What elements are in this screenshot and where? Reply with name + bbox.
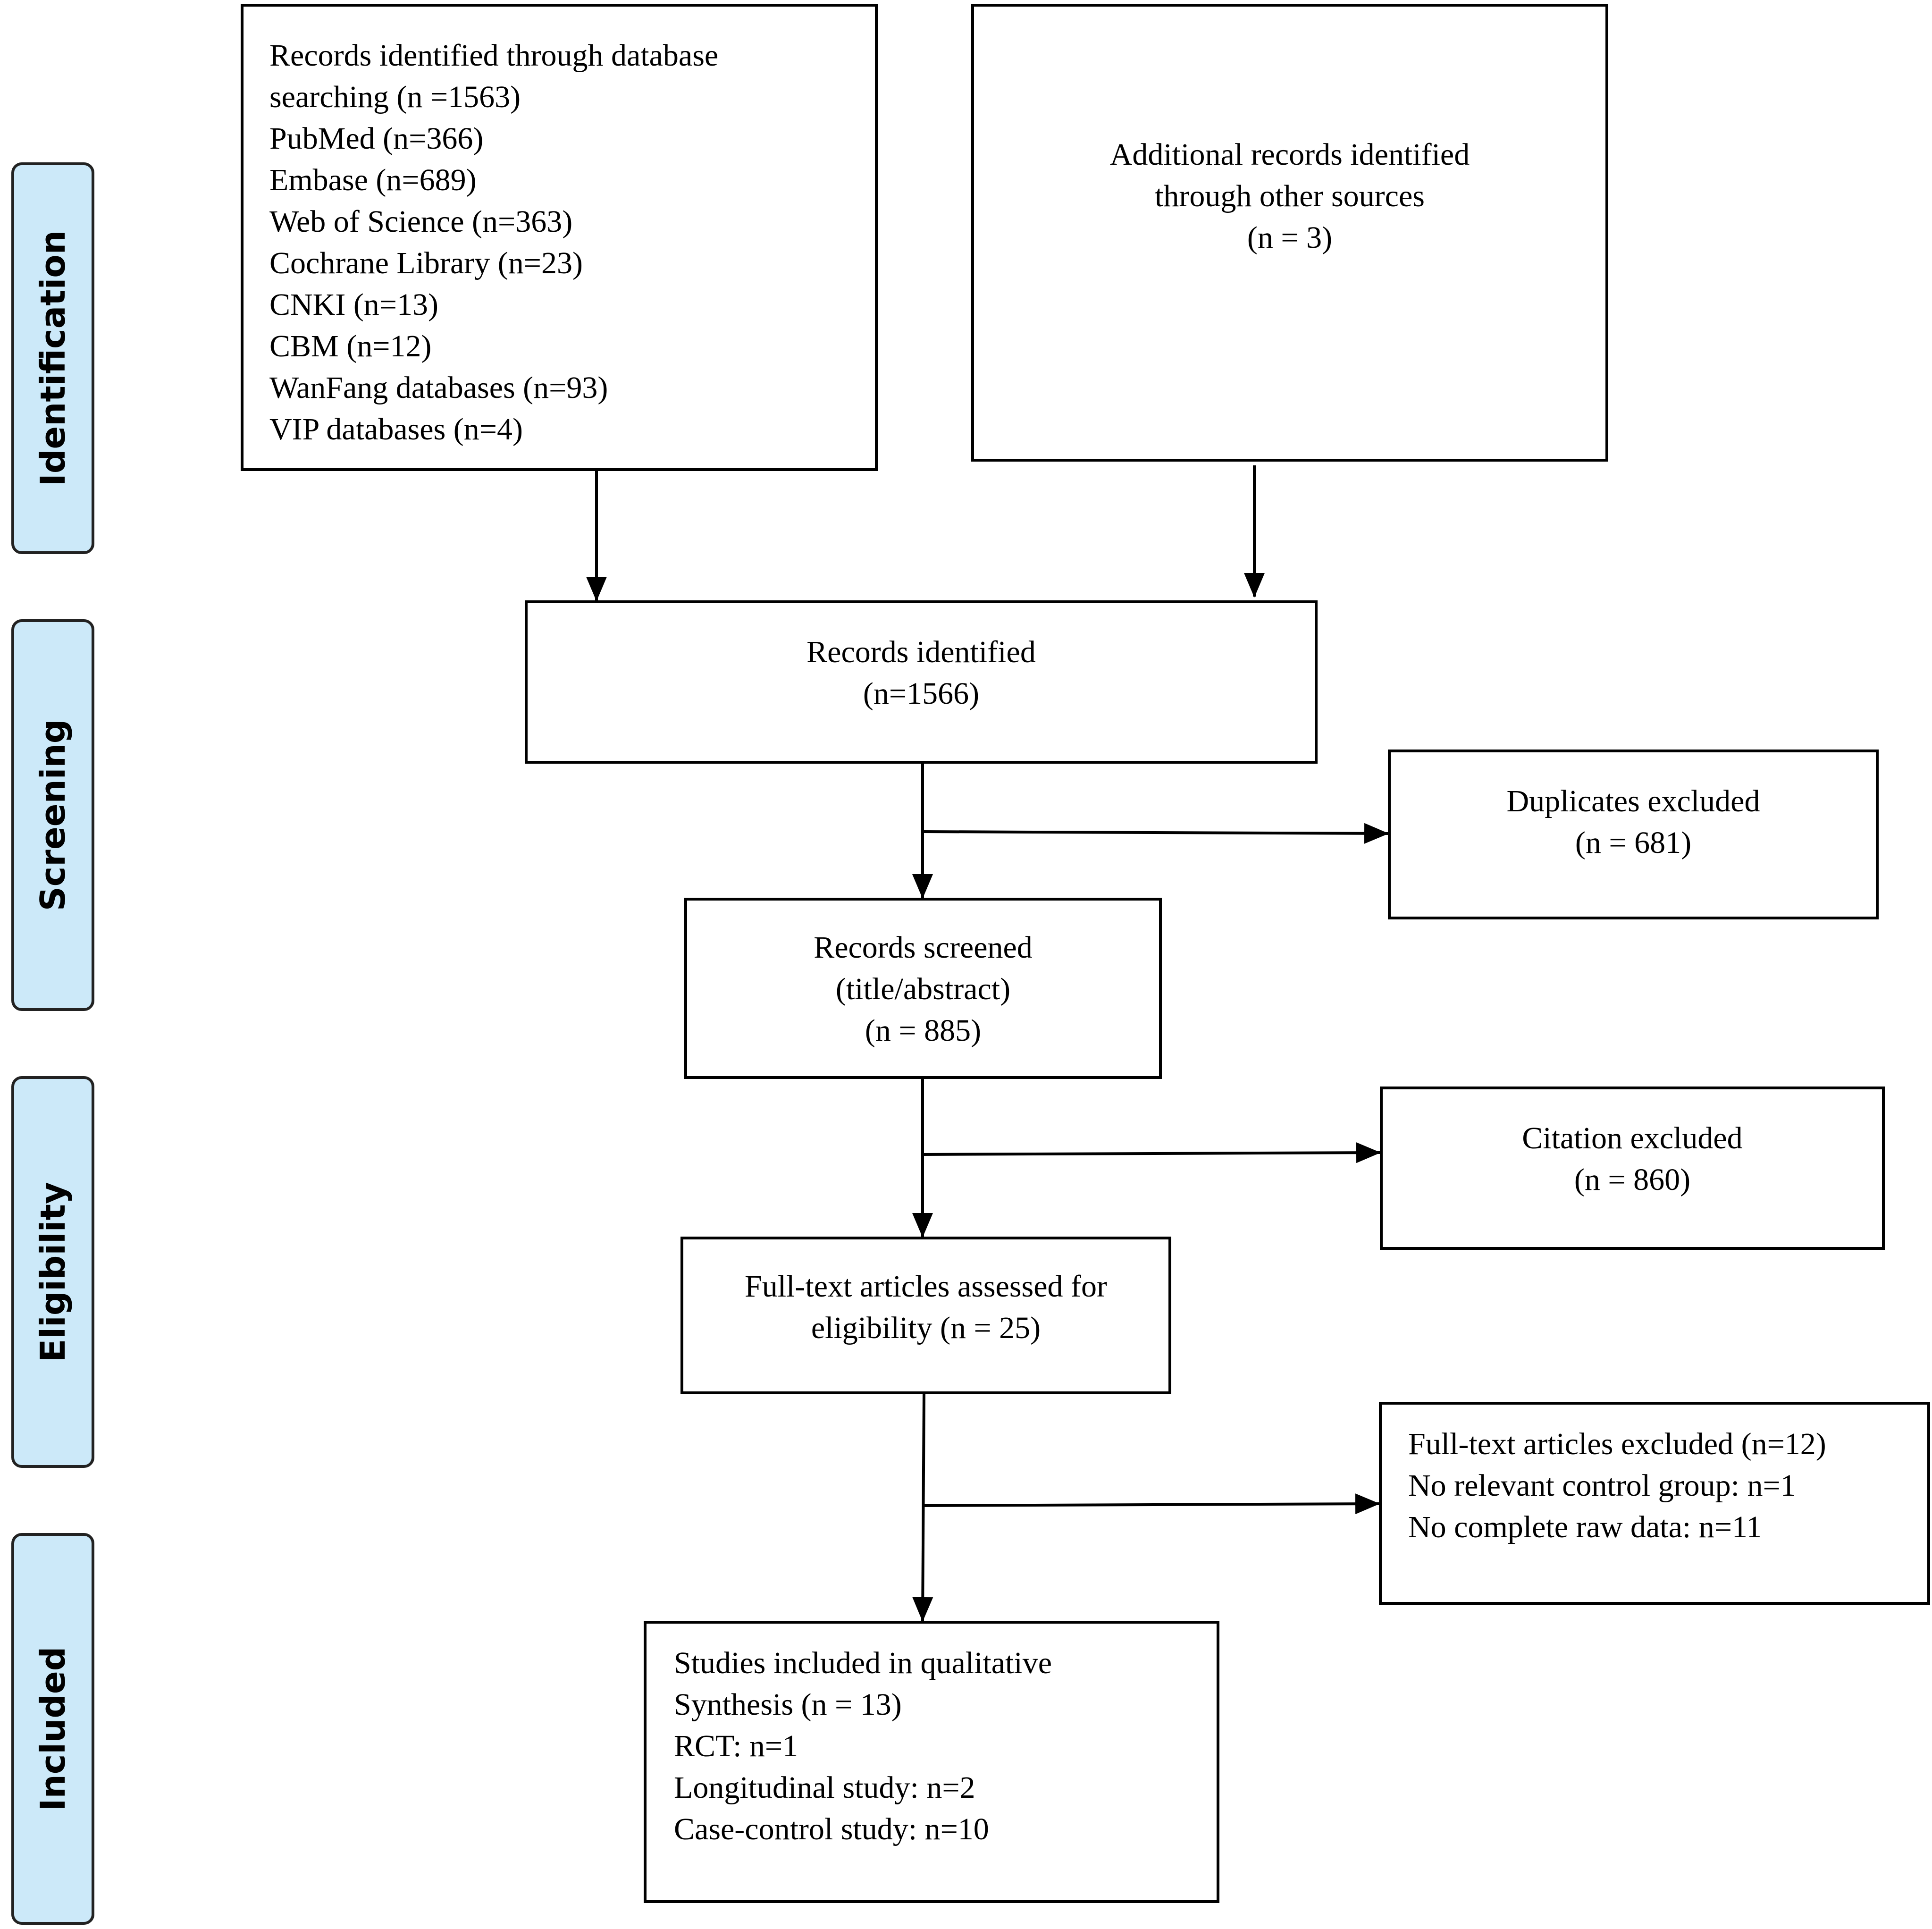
citation-excluded-box: Citation excluded (n = 860): [1380, 1087, 1885, 1250]
duplicates-excluded-box: Duplicates excluded (n = 681): [1388, 750, 1879, 919]
fulltext-excluded-box: Full-text articles excluded (n=12) No re…: [1379, 1402, 1930, 1605]
records-screened-line: Records screened: [814, 930, 1033, 965]
studies-included-line: Longitudinal study: n=2: [674, 1770, 975, 1805]
database-search-line: searching (n =1563): [269, 80, 521, 114]
stage-included: Included: [11, 1533, 94, 1925]
records-identified-line: (n=1566): [863, 676, 980, 711]
arrow-to-duplicates-excluded: [922, 823, 1389, 844]
other-sources-box: Additional records identified through ot…: [971, 4, 1608, 462]
records-screened-box: Records screened (title/abstract) (n = 8…: [684, 898, 1162, 1079]
records-identified-line: Records identified: [806, 635, 1036, 669]
database-search-line: Cochrane Library (n=23): [269, 246, 583, 280]
fulltext-assessed-line: Full-text articles assessed for: [745, 1269, 1107, 1304]
studies-included-line: Synthesis (n = 13): [674, 1687, 902, 1722]
database-search-box: Records identified through database sear…: [241, 4, 878, 471]
fulltext-assessed-box: Full-text articles assessed for eligibil…: [680, 1237, 1171, 1394]
fulltext-excluded-line: No relevant control group: n=1: [1408, 1468, 1796, 1503]
duplicates-excluded-line: (n = 681): [1575, 826, 1692, 860]
citation-excluded-line: (n = 860): [1574, 1162, 1691, 1197]
stage-identification: Identification: [11, 162, 94, 554]
stage-eligibility: Eligibility: [11, 1076, 94, 1468]
studies-included-box: Studies included in qualitative Synthesi…: [644, 1621, 1219, 1903]
database-search-line: VIP databases (n=4): [269, 412, 523, 446]
studies-included-line: RCT: n=1: [674, 1729, 798, 1763]
stage-screening: Screening: [11, 619, 94, 1011]
arrow-to-citation-excluded: [922, 1142, 1381, 1163]
other-sources-line: Additional records identified: [1109, 137, 1470, 172]
fulltext-assessed-line: eligibility (n = 25): [811, 1311, 1041, 1345]
database-search-line: CBM (n=12): [269, 329, 432, 363]
other-sources-line: (n = 3): [1247, 220, 1333, 255]
records-screened-line: (n = 885): [865, 1013, 982, 1048]
database-search-line: Records identified through database: [269, 38, 719, 73]
records-identified-box: Records identified (n=1566): [525, 600, 1318, 764]
database-search-line: Embase (n=689): [269, 163, 477, 197]
arrow-to-fulltext-excluded: [922, 1493, 1380, 1515]
citation-excluded-line: Citation excluded: [1522, 1121, 1743, 1155]
fulltext-excluded-line: Full-text articles excluded (n=12): [1408, 1427, 1826, 1461]
records-screened-line: (title/abstract): [835, 972, 1011, 1006]
studies-included-line: Case-control study: n=10: [674, 1812, 989, 1846]
database-search-line: Web of Science (n=363): [269, 204, 573, 239]
database-search-line: CNKI (n=13): [269, 287, 439, 322]
arrow-fulltext-to-included: [912, 1394, 933, 1622]
database-search-line: PubMed (n=366): [269, 121, 484, 156]
duplicates-excluded-line: Duplicates excluded: [1506, 784, 1760, 818]
other-sources-line: through other sources: [1155, 179, 1425, 213]
database-search-line: WanFang databases (n=93): [269, 371, 608, 405]
studies-included-line: Studies included in qualitative: [674, 1646, 1052, 1680]
fulltext-excluded-line: No complete raw data: n=11: [1408, 1510, 1762, 1544]
